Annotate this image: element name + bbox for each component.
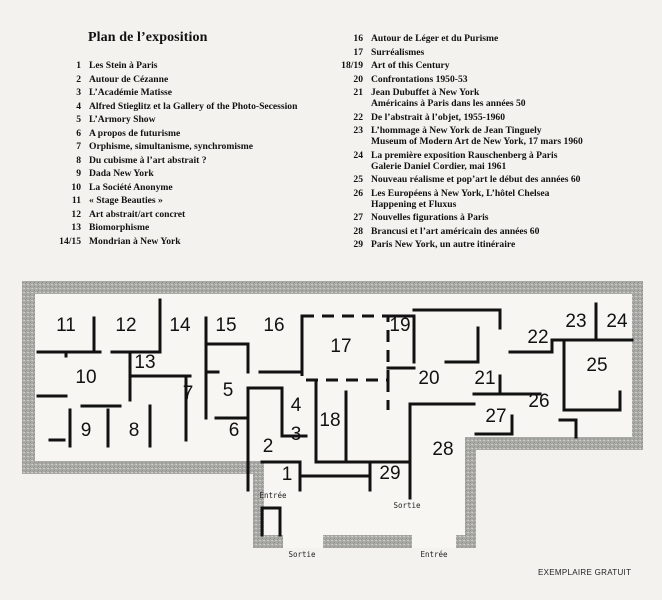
- room-number-25: 25: [586, 355, 607, 376]
- legend-label: Orphisme, simultanisme, synchromisme: [89, 141, 253, 152]
- legend-label: Mondrian à New York: [89, 235, 181, 247]
- legend-number: 12: [71, 208, 81, 220]
- room-number-19: 19: [389, 315, 410, 336]
- room-number-29: 29: [379, 463, 400, 484]
- legend-number: 11: [71, 195, 81, 206]
- room-17-dashed: [300, 314, 390, 410]
- legend-number: 20: [353, 73, 363, 85]
- room-number-8: 8: [129, 420, 140, 441]
- legend-number: 28: [353, 225, 363, 237]
- legend-label: De l’abstrait à l’objet, 1955-1960: [371, 111, 506, 123]
- plan-title: Plan de l’exposition: [88, 30, 208, 45]
- room-number-22: 22: [527, 327, 548, 348]
- legend-label: Les Stein à Paris: [89, 60, 158, 71]
- room-number-14: 14: [169, 315, 191, 336]
- legend-number: 1: [76, 60, 81, 71]
- room-number-3: 3: [291, 424, 302, 445]
- door-sortie-bottom: [283, 535, 323, 548]
- legend-label: Du cubisme à l’art abstrait ?: [89, 154, 207, 166]
- legend-number: 13: [71, 222, 81, 233]
- room-number-13: 13: [134, 352, 155, 373]
- legend-number: 4: [76, 100, 81, 112]
- room-number-7: 7: [183, 383, 194, 404]
- door-label-sortie-bottom: Sortie: [288, 550, 316, 559]
- legend-number: 16: [353, 33, 363, 44]
- legend-label: Autour de Cézanne: [89, 73, 169, 85]
- room-number-2: 2: [263, 436, 274, 457]
- room-number-5: 5: [223, 380, 234, 401]
- room-number-18: 18: [319, 410, 340, 431]
- legend-number: 25: [353, 174, 363, 185]
- room-number-4: 4: [291, 395, 302, 416]
- legend-label: Les Européens à New York, L’hôtel Chelse…: [371, 187, 550, 199]
- legend-number: 24: [353, 149, 363, 161]
- legend-label: Art abstrait/art concret: [89, 208, 186, 220]
- legend-label: Biomorphisme: [89, 222, 150, 233]
- legend-number: 23: [353, 125, 363, 136]
- legend-number: 21: [353, 87, 363, 98]
- room-number-23: 23: [565, 311, 586, 332]
- legend-label: Surréalismes: [371, 46, 425, 58]
- room-number-24: 24: [606, 311, 628, 332]
- room-number-20: 20: [418, 368, 439, 389]
- legend-label: Art of this Century: [371, 60, 450, 71]
- legend-label: Jean Dubuffet à New York: [371, 87, 480, 98]
- legend-label-line2: Museum of Modern Art de New York, 17 mar…: [371, 136, 583, 147]
- free-copy-stamp: EXEMPLAIRE GRATUIT: [538, 568, 632, 577]
- legend-number: 2: [76, 73, 81, 85]
- room-number-11: 11: [56, 315, 76, 336]
- legend-label: Paris New York, un autre itinéraire: [371, 239, 516, 250]
- legend-label: Confrontations 1950-53: [371, 73, 468, 85]
- legend-number: 29: [353, 239, 363, 250]
- legend-number: 27: [353, 212, 363, 223]
- legend-label: Dada New York: [89, 168, 154, 179]
- room-number-27: 27: [485, 406, 506, 427]
- legend-label: « Stage Beauties »: [89, 195, 163, 206]
- floor: [35, 294, 632, 535]
- legend-number: 5: [76, 114, 81, 125]
- door-label-entree-inner: Entrée: [259, 491, 287, 500]
- legend-number: 3: [76, 87, 81, 98]
- legend-number: 18/19: [341, 60, 363, 71]
- room-number-1: 1: [282, 464, 293, 485]
- legend-label-line2: Happening et Fluxus: [371, 198, 457, 210]
- legend-number: 14/15: [59, 235, 81, 247]
- room-number-28: 28: [432, 439, 453, 460]
- legend-number: 8: [76, 154, 81, 166]
- legend-label: A propos de futurisme: [89, 127, 181, 139]
- legend-label: Nouveau réalisme et pop’art le début des…: [371, 174, 581, 185]
- room-number-16: 16: [263, 315, 284, 336]
- legend-label: Autour de Léger et du Purisme: [371, 33, 499, 44]
- legend-label-line2: Américains à Paris dans les années 50: [371, 98, 526, 109]
- legend-label-line2: Galerie Daniel Cordier, mai 1961: [371, 160, 507, 172]
- room-number-12: 12: [115, 315, 136, 336]
- legend-label: La Société Anonyme: [89, 181, 173, 193]
- legend-number: 9: [76, 168, 81, 179]
- legend-label: L’hommage à New York de Jean Tinguely: [371, 125, 542, 136]
- door-label-entree-bottom: Entrée: [420, 550, 448, 559]
- legend-number: 7: [76, 141, 81, 152]
- legend-label: Brancusi et l’art américain des années 6…: [371, 225, 540, 237]
- legend-label: L’Armory Show: [89, 114, 156, 125]
- legend-label: La première exposition Rauschenberg à Pa…: [371, 149, 558, 161]
- legend-number: 26: [353, 187, 363, 199]
- room-number-21: 21: [474, 368, 495, 389]
- legend-number: 22: [353, 111, 363, 123]
- room-number-10: 10: [75, 367, 96, 388]
- room-number-9: 9: [81, 420, 92, 441]
- legend-label: Alfred Stieglitz et la Gallery of the Ph…: [89, 100, 298, 112]
- door-entree-bottom: [412, 535, 456, 548]
- legend-number: 10: [71, 181, 81, 193]
- door-label-sortie-inner: Sortie: [393, 501, 421, 510]
- room-number-17: 17: [330, 336, 351, 357]
- legend-number: 6: [76, 127, 81, 139]
- room-number-15: 15: [215, 315, 236, 336]
- legend-label: Nouvelles figurations à Paris: [371, 212, 489, 223]
- legend-label: L’Académie Matisse: [89, 87, 173, 98]
- legend-number: 17: [353, 46, 363, 58]
- room-number-6: 6: [229, 420, 240, 441]
- room-number-26: 26: [528, 391, 549, 412]
